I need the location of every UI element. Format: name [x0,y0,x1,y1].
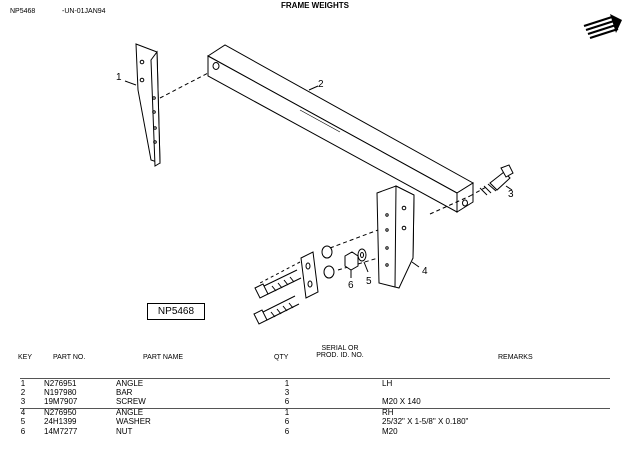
row-part-name: ANGLE [116,379,144,388]
header-doc-date: -UN-01JAN94 [62,8,106,15]
callout-4: 4 [422,266,428,277]
row-part-no: 19M7907 [44,397,78,406]
nut-part [344,251,359,278]
col-header-part-name: PART NAME [143,354,184,361]
table-row: 3 19M7907 SCREW 6 M20 X 140 [0,397,630,406]
row-part-name: WASHER [116,417,151,426]
col-header-serial-line1: SERIAL OR [321,345,359,352]
callout-1: 1 [116,72,122,83]
row-qty: 3 [284,388,290,397]
row-remarks: RH [382,408,394,417]
row-key: 5 [20,417,26,426]
row-remarks: M20 X 140 [382,397,421,406]
table-row: 2 N197980 BAR 3 [0,388,630,397]
row-qty: 1 [284,408,290,417]
row-key: 2 [20,388,26,397]
callout-5: 5 [366,276,372,287]
exploded-parts-diagram [124,43,514,325]
row-part-name: ANGLE [116,408,144,417]
table-rule-middle [20,408,610,409]
screw-part-top [479,164,514,196]
callout-3: 3 [508,189,514,200]
header-doc-code: NP5468 [10,8,36,15]
spacer-plate-part [259,245,335,299]
row-part-no: 24H1399 [44,417,77,426]
col-header-part-no: PART NO. [53,354,86,361]
col-header-serial-line2: PROD. ID. NO. [316,352,364,359]
row-part-no: N276951 [44,379,77,388]
row-qty: 6 [284,427,290,436]
table-row: 1 N276951 ANGLE 1 LH [0,379,630,388]
callout-6: 6 [348,280,354,291]
row-qty: 6 [284,397,290,406]
row-key: 4 [20,408,26,417]
page-title: FRAME WEIGHTS [281,1,349,10]
right-angle-part [376,185,420,289]
row-remarks: LH [382,379,393,388]
row-key: 1 [20,379,26,388]
table-row: 5 24H1399 WASHER 6 25/32" X 1-5/8" X 0.1… [0,417,630,426]
row-remarks: 25/32" X 1-5/8" X 0.180" [382,417,469,426]
left-angle-part [124,43,161,167]
row-key: 3 [20,397,26,406]
screw-part-lower [253,269,302,325]
col-header-qty: QTY [274,354,289,361]
bar-part [207,44,474,213]
washer-part [357,248,369,273]
row-part-no: N197980 [44,388,77,397]
row-part-name: SCREW [116,397,146,406]
row-key: 6 [20,427,26,436]
row-part-no: 14M7277 [44,427,78,436]
figure-label-box: NP5468 [147,303,205,320]
table-row: 4 N276950 ANGLE 1 RH [0,408,630,417]
callout-2: 2 [318,79,324,90]
col-header-remarks: REMARKS [498,354,533,361]
table-rule-top [20,378,610,379]
row-qty: 6 [284,417,290,426]
col-header-key: KEY [18,354,33,361]
row-part-name: BAR [116,388,133,397]
direction-arrow-icon [583,14,622,40]
table-row: 6 14M7277 NUT 6 M20 [0,427,630,436]
row-part-name: NUT [116,427,133,436]
row-remarks: M20 [382,427,398,436]
col-header-serial: SERIAL OR PROD. ID. NO. [290,345,390,359]
row-qty: 1 [284,379,290,388]
row-part-no: N276950 [44,408,77,417]
